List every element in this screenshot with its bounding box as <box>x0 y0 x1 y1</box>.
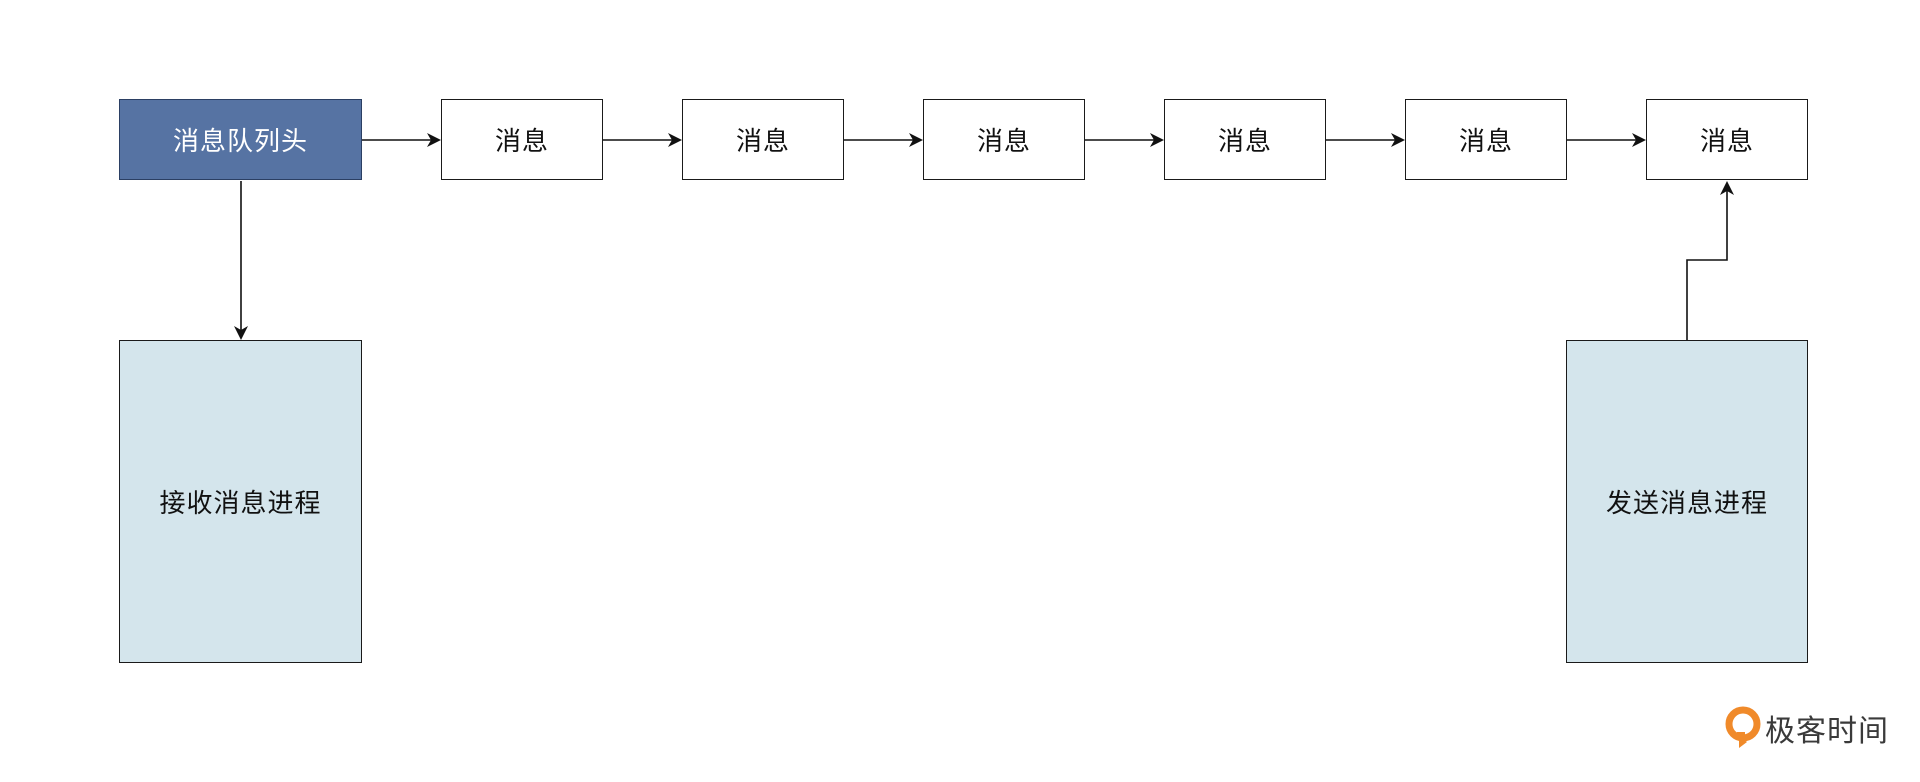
sender-process-box: 发送消息进程 <box>1566 340 1808 663</box>
queue-head-box: 消息队列头 <box>119 99 362 180</box>
message-box-3: 消息 <box>923 99 1085 180</box>
arrow-sender-to-last-msg <box>1686 181 1734 340</box>
message-box-6: 消息 <box>1646 99 1808 180</box>
message-box-1: 消息 <box>441 99 603 180</box>
message-box-4: 消息 <box>1164 99 1326 180</box>
geektime-logo-icon <box>1725 706 1761 748</box>
receiver-process-box: 接收消息进程 <box>119 340 362 663</box>
watermark-logo: 极客时间 <box>1725 706 1889 750</box>
message-box-2: 消息 <box>682 99 844 180</box>
message-box-5: 消息 <box>1405 99 1567 180</box>
watermark-text: 极客时间 <box>1765 714 1889 749</box>
